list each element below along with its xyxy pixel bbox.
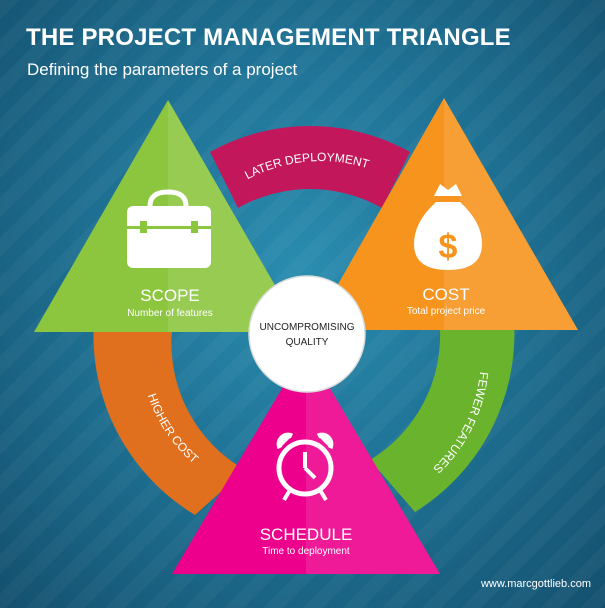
quality-label-line2: QUALITY xyxy=(286,337,329,348)
connector-left-arc xyxy=(93,320,245,515)
scope-label: SCOPE xyxy=(140,286,200,305)
money-bag-icon: $ xyxy=(414,184,482,270)
cost-sublabel: Total project price xyxy=(407,306,486,317)
page-subtitle: Defining the parameters of a project xyxy=(27,60,298,79)
alarm-clock-icon xyxy=(276,432,334,502)
schedule-node: SCHEDULE Time to deployment xyxy=(172,348,440,574)
scope-node: SCOPE Number of features xyxy=(34,100,302,332)
cost-triangle-shade xyxy=(444,98,578,330)
schedule-label: SCHEDULE xyxy=(260,525,353,544)
connector-right-arc xyxy=(370,320,515,512)
site-credit: www.marcgottlieb.com xyxy=(480,578,591,590)
page-title: THE PROJECT MANAGEMENT TRIANGLE xyxy=(26,24,511,51)
cost-node: $ COST Total project price xyxy=(312,98,578,330)
briefcase-icon xyxy=(127,189,211,268)
dollar-glyph: $ xyxy=(439,228,458,266)
quality-center: UNCOMPROMISING QUALITY xyxy=(248,275,366,393)
schedule-triangle-shade xyxy=(306,348,440,574)
quality-circle xyxy=(248,275,366,393)
scope-triangle-shade xyxy=(168,100,302,332)
scope-sublabel: Number of features xyxy=(127,308,213,319)
cost-label: COST xyxy=(422,285,469,304)
schedule-sublabel: Time to deployment xyxy=(262,546,350,557)
quality-label-line1: UNCOMPROMISING xyxy=(260,322,355,333)
connector-top-arc xyxy=(210,125,410,208)
